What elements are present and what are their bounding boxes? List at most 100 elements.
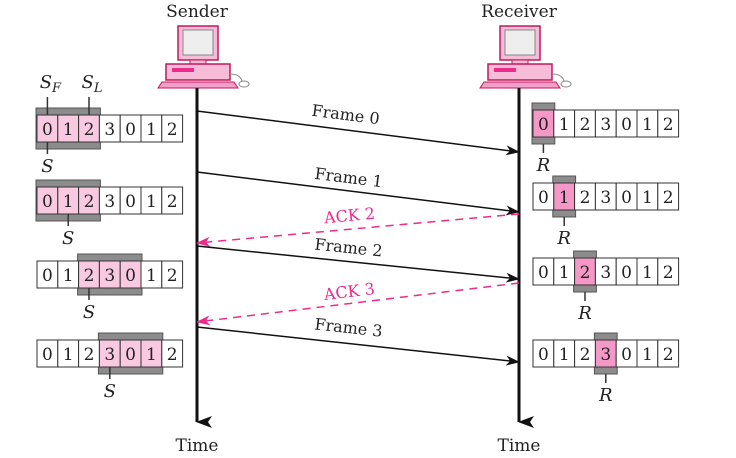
sequence-number: 0 (538, 115, 549, 135)
frame-1-arrow (196, 171, 520, 216)
r-label: R (536, 155, 551, 176)
sequence-number: 2 (84, 345, 95, 365)
sequence-number: 1 (559, 263, 570, 283)
sequence-number: 1 (559, 188, 570, 208)
mouse-cable (551, 73, 565, 82)
sequence-number: 0 (125, 345, 136, 365)
drive-slot (494, 68, 516, 72)
sequence-number: 2 (580, 188, 591, 208)
sender-time-label: Time (176, 436, 219, 456)
sequence-number: 0 (621, 263, 632, 283)
mouse (238, 80, 250, 88)
sequence-number: 0 (621, 115, 632, 135)
sequence-cell (161, 339, 184, 368)
sequence-number: 1 (559, 115, 570, 135)
sequence-cell (161, 186, 184, 215)
sl-label: SL (82, 72, 103, 96)
sequence-number: 0 (125, 120, 136, 140)
sequence-cell (161, 260, 184, 289)
sf-label: SF (40, 72, 62, 96)
sequence-number: 0 (621, 188, 632, 208)
sequence-number: 1 (146, 345, 157, 365)
sequence-cell (657, 257, 680, 286)
sequence-number: 2 (663, 115, 674, 135)
sequence-number: 1 (642, 263, 653, 283)
frame-3-label: Frame 3 (314, 314, 384, 340)
sequence-number: 1 (63, 266, 74, 286)
ack-2-label: ACK 2 (322, 204, 376, 228)
sequence-number: 1 (642, 115, 653, 135)
s-label: S (41, 156, 53, 177)
sequence-number: 1 (559, 345, 570, 365)
sequence-number: 0 (538, 345, 549, 365)
r-label: R (556, 228, 571, 249)
mouse (560, 80, 572, 88)
ack-2-arrow (196, 213, 520, 247)
frame-2-label: Frame 2 (314, 235, 384, 261)
sequence-number: 1 (63, 192, 74, 212)
sequence-number: 3 (104, 345, 115, 365)
sequence-number: 0 (538, 188, 549, 208)
sequence-number: 3 (104, 120, 115, 140)
sequence-number: 1 (146, 266, 157, 286)
sequence-number: 3 (600, 345, 611, 365)
receiver-label: Receiver (481, 2, 558, 22)
sequence-number: 2 (580, 115, 591, 135)
frame-3-arrow (196, 326, 520, 366)
sequence-number: 0 (42, 192, 53, 212)
sequence-number: 2 (84, 120, 95, 140)
sequence-cell (161, 114, 184, 143)
sequence-number: 2 (84, 192, 95, 212)
sequence-number: 2 (167, 266, 178, 286)
sequence-number: 1 (642, 345, 653, 365)
s-label: S (62, 228, 74, 249)
keyboard (479, 81, 561, 89)
sequence-number: 0 (42, 345, 53, 365)
receiver-time-label: Time (498, 436, 541, 456)
sequence-number: 0 (125, 192, 136, 212)
screen (182, 29, 214, 56)
sequence-number: 2 (84, 266, 95, 286)
sequence-number: 2 (167, 120, 178, 140)
sequence-number: 3 (104, 192, 115, 212)
sequence-number: 0 (42, 120, 53, 140)
sequence-number: 0 (621, 345, 632, 365)
sequence-number: 1 (146, 120, 157, 140)
sequence-number: 0 (42, 266, 53, 286)
sequence-number: 3 (600, 188, 611, 208)
sequence-number: 2 (663, 345, 674, 365)
sequence-number: 1 (63, 120, 74, 140)
s-label: S (104, 381, 116, 402)
sequence-number: 1 (146, 192, 157, 212)
sequence-number: 3 (600, 263, 611, 283)
keyboard (157, 81, 239, 89)
sequence-number: 3 (104, 266, 115, 286)
sequence-number: 2 (580, 263, 591, 283)
s-label: S (83, 302, 95, 323)
sequence-number: 2 (580, 345, 591, 365)
desktop-computer-icon (157, 25, 250, 89)
ack-3-arrow (196, 282, 520, 326)
screen (504, 29, 536, 56)
sequence-number: 2 (167, 345, 178, 365)
sequence-number: 1 (63, 345, 74, 365)
sequence-number: 0 (125, 266, 136, 286)
sender-label: Sender (166, 2, 229, 22)
r-label: R (577, 303, 592, 324)
sequence-cell (657, 339, 680, 368)
mouse-cable (229, 73, 243, 82)
ack-3-label: ACK 3 (322, 279, 376, 304)
drive-slot (172, 68, 194, 72)
sequence-number: 3 (600, 115, 611, 135)
sequence-cell (657, 109, 680, 138)
frame-2-arrow (196, 245, 520, 283)
